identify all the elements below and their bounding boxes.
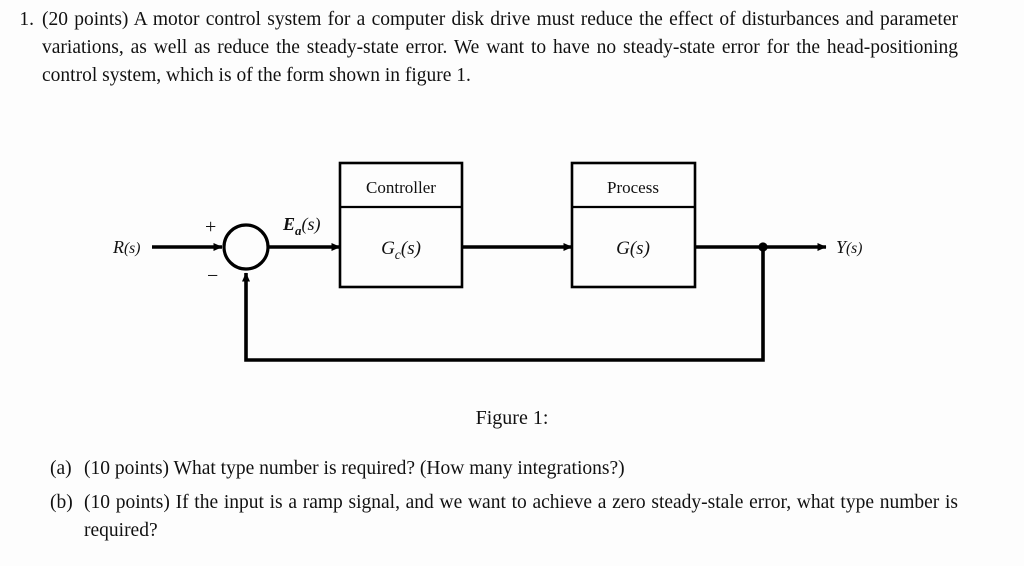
plus-sign-label: + — [205, 216, 216, 238]
subpart-b-text: (10 points) If the input is a ramp signa… — [84, 492, 958, 541]
input-signal-label: R(s) — [112, 237, 140, 257]
problem-statement: 1. (20 points) A motor control system fo… — [0, 6, 1000, 90]
subpart-b-marker: (b) — [50, 492, 73, 513]
minus-sign-label: − — [207, 265, 218, 287]
subparts-list: (a) (10 points) What type number is requ… — [0, 455, 1000, 551]
feedback-path — [242, 247, 765, 362]
problem-row: 1. (20 points) A motor control system fo… — [0, 6, 1000, 90]
controller-title: Controller — [366, 178, 436, 197]
block-diagram-svg: R(s) + − Ea(s) Controller Gc(s) Process … — [112, 161, 862, 362]
error-signal-label: Ea(s) — [282, 214, 321, 238]
problem-text: (20 points) A motor control system for a… — [42, 9, 958, 86]
controller-transfer-function: Gc(s) — [381, 238, 421, 262]
subpart-a-marker: (a) — [50, 458, 72, 479]
subpart-b: (b) (10 points) If the input is a ramp s… — [0, 489, 1000, 545]
subpart-a-text: (10 points) What type number is required… — [84, 458, 625, 479]
figure-caption: Figure 1: — [475, 407, 549, 429]
process-block — [570, 161, 697, 289]
controller-block — [338, 161, 464, 289]
process-transfer-function: G(s) — [616, 238, 650, 259]
block-diagram-figure: R(s) + − Ea(s) Controller Gc(s) Process … — [0, 140, 1024, 390]
process-title: Process — [607, 178, 659, 197]
subpart-a: (a) (10 points) What type number is requ… — [0, 455, 1000, 483]
problem-number: 1. — [19, 9, 34, 30]
output-signal-label: Y(s) — [836, 237, 862, 257]
summing-junction — [222, 223, 270, 271]
